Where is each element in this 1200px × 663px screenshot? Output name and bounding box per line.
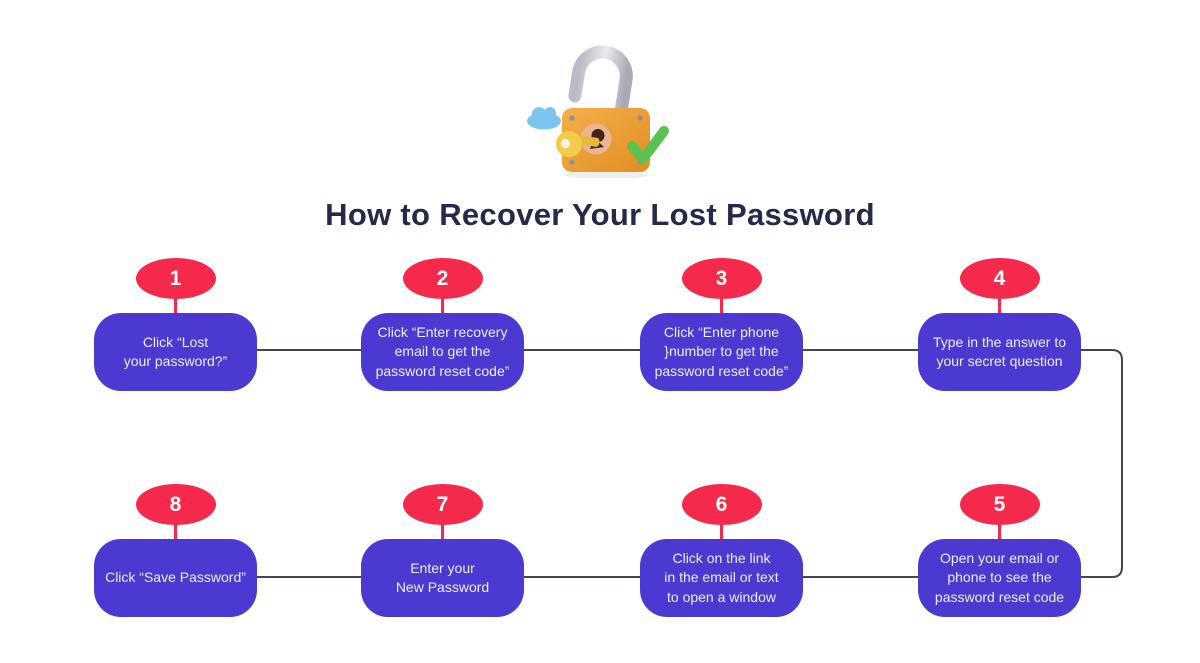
lock-shackle [568,45,633,130]
step-6: 6 Click on the link in the email or text… [640,484,803,617]
step-6-number-badge: 6 [681,484,762,525]
key-icon [556,131,600,157]
step-2-box: Click “Enter recovery email to get the p… [361,313,524,391]
step-1: 1 Click “Lost your password?” [94,258,257,391]
step-8-number-badge: 8 [135,484,216,525]
step-1-stem [174,297,177,313]
step-8: 8 Click “Save Password” [94,484,257,617]
step-3-box: Click “Enter phone }number to get the pa… [640,313,803,391]
step-1-box: Click “Lost your password?” [94,313,257,391]
page-title: How to Recover Your Lost Password [325,196,875,232]
padlock-illustration [0,28,1200,178]
padlock-icon [527,45,669,178]
step-4-stem [998,297,1001,313]
step-3-number-badge: 3 [681,258,762,299]
step-2-stem [441,297,444,313]
step-7-stem [441,523,444,539]
step-4-box: Type in the answer to your secret questi… [918,313,1081,391]
step-3: 3 Click “Enter phone }number to get the … [640,258,803,391]
step-2: 2 Click “Enter recovery email to get the… [361,258,524,391]
step-3-stem [720,297,723,313]
step-6-stem [720,523,723,539]
lock-shadow [564,171,648,178]
step-5: 5 Open your email or phone to see the pa… [918,484,1081,617]
step-6-box: Click on the link in the email or text t… [640,539,803,617]
step-8-stem [174,523,177,539]
step-5-number-badge: 5 [959,484,1040,525]
step-8-box: Click “Save Password” [94,539,257,617]
step-5-box: Open your email or phone to see the pass… [918,539,1081,617]
step-7-number-badge: 7 [402,484,483,525]
step-7-box: Enter your New Password [361,539,524,617]
checkmark-icon [627,126,669,164]
step-5-stem [998,523,1001,539]
step-1-number-badge: 1 [135,258,216,299]
step-4-number-badge: 4 [959,258,1040,299]
step-7: 7 Enter your New Password [361,484,524,617]
step-4: 4 Type in the answer to your secret ques… [918,258,1081,391]
step-2-number-badge: 2 [402,258,483,299]
cloud-icon [527,107,561,130]
